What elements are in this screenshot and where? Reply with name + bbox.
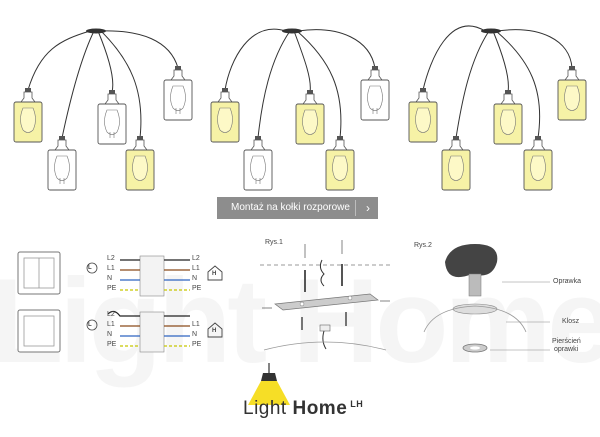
logo-light: Light <box>243 398 287 419</box>
pendant-lamps-illustration <box>13 25 587 191</box>
mounting-diagram <box>260 240 390 351</box>
label-oprawki: oprawki <box>554 346 579 353</box>
wire-label-l2-right: L2 <box>192 255 200 262</box>
wire-label-l1-left: L1 <box>107 265 115 272</box>
button-divider <box>355 200 356 216</box>
button-label: Montaż na kołki rozporowe <box>231 202 350 213</box>
figure-label-rys1: Rys.1 <box>265 239 283 246</box>
fixture-diagram <box>423 244 550 353</box>
logo-bulb-icon <box>248 363 290 405</box>
wire-label-n-left: N <box>107 275 113 282</box>
mounting-dowels-button[interactable]: Montaż na kołki rozporowe › <box>217 197 378 219</box>
wire-label-l1-left-b: L1 <box>107 321 115 328</box>
bulb-label-bottom: L <box>88 322 92 328</box>
wiring-diagram <box>17 251 223 353</box>
lamp-set-3 <box>408 25 587 191</box>
label-pierscien: Pierścień <box>552 338 581 345</box>
wire-label-pe-left: PE <box>107 285 117 292</box>
house-label-bottom: H <box>212 328 217 334</box>
wire-label-pe-right: PE <box>192 285 202 292</box>
bulb-label-top: L <box>88 265 92 271</box>
house-label-top: H <box>212 271 217 277</box>
logo-lh: LH <box>350 398 364 409</box>
wire-label-pe-left-b: PE <box>107 341 117 348</box>
label-klosz: Klosz <box>562 318 580 325</box>
wire-label-pe-right-b: PE <box>192 341 202 348</box>
logo-home: Home <box>292 398 348 419</box>
label-oprawka: Oprawka <box>553 278 582 285</box>
wire-label-l1-right: L1 <box>192 265 200 272</box>
wire-label-l1-right-b: L1 <box>192 321 200 328</box>
chevron-right-icon: › <box>366 201 370 215</box>
wire-label-n-right-b: N <box>192 331 198 338</box>
lamp-set-2 <box>210 28 390 191</box>
wire-label-n-right: N <box>192 275 198 282</box>
figure-label-rys2: Rys.2 <box>414 242 432 249</box>
wire-label-l2-left: L2 <box>107 255 115 262</box>
wire-label-l2-left-b: L2 <box>107 311 115 318</box>
lamp-set-1 <box>13 28 193 191</box>
wire-label-n-left-b: N <box>107 331 113 338</box>
